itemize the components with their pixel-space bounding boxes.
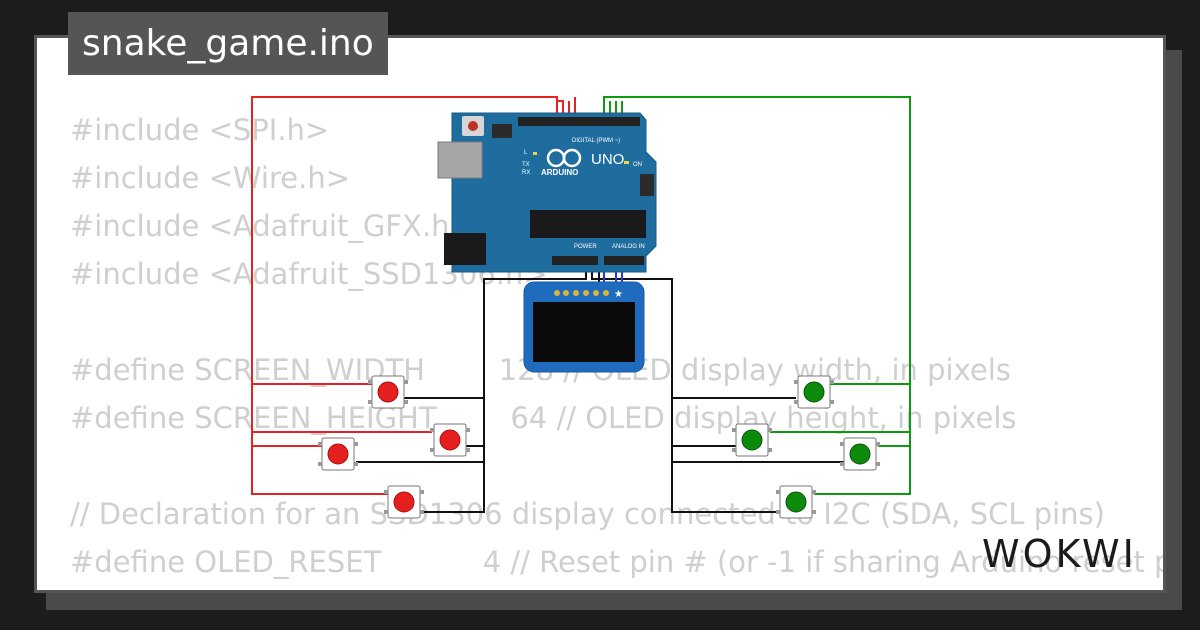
oled-screen [533, 302, 635, 362]
icsp-header [492, 124, 512, 138]
svg-text:WOKWI: WOKWI [982, 532, 1137, 576]
project-title: snake_game.ino [68, 12, 388, 75]
red-wires [251, 96, 576, 495]
button-green-4[interactable] [776, 485, 816, 519]
analog-label: ANALOG IN [612, 244, 645, 250]
usb-port [437, 141, 483, 179]
l-label: L [524, 150, 528, 156]
button-red-4[interactable] [384, 485, 424, 519]
code-line: #include <SPI.h> [70, 113, 330, 147]
on-label: ON [633, 162, 642, 168]
digital-label: DIGITAL (PWM ~) [572, 138, 620, 144]
tx-label: TX [522, 162, 530, 168]
arduino-infinity-logo [546, 148, 582, 168]
rx-label: RX [522, 170, 530, 176]
on-led [624, 161, 629, 164]
digital-header [518, 117, 640, 126]
button-red-3[interactable] [318, 437, 358, 471]
button-green-3[interactable] [840, 437, 880, 471]
button-green-2[interactable] [732, 423, 772, 457]
analog-header [604, 256, 644, 265]
oled-display[interactable]: ★ [523, 281, 645, 373]
wokwi-logo: WOKWI [982, 532, 1137, 576]
board-model: UNO [591, 151, 624, 168]
code-line: #include <Wire.h> [70, 161, 351, 195]
button-red-2[interactable] [430, 423, 470, 457]
power-header [552, 256, 598, 265]
power-label: POWER [574, 244, 597, 250]
power-jack [444, 233, 486, 265]
green-wires [603, 96, 911, 495]
arduino-uno-board[interactable]: UNO ARDUINO DIGITAL (PWM ~) POWER ANALOG… [437, 112, 657, 273]
board-brand: ARDUINO [541, 168, 578, 177]
code-line: #define OLED_RESET 4 // Reset pin # (or … [70, 545, 1166, 579]
adafruit-star-icon: ★ [614, 289, 623, 300]
oled-pin-holes [554, 290, 609, 296]
button-green-1[interactable] [794, 375, 834, 409]
button-red-1[interactable] [368, 375, 408, 409]
atmega-chip [530, 210, 646, 238]
code-line: #define SCREEN_HEIGHT 64 // OLED display… [70, 401, 1017, 435]
icsp2-header [640, 174, 654, 196]
l-led [533, 152, 537, 155]
